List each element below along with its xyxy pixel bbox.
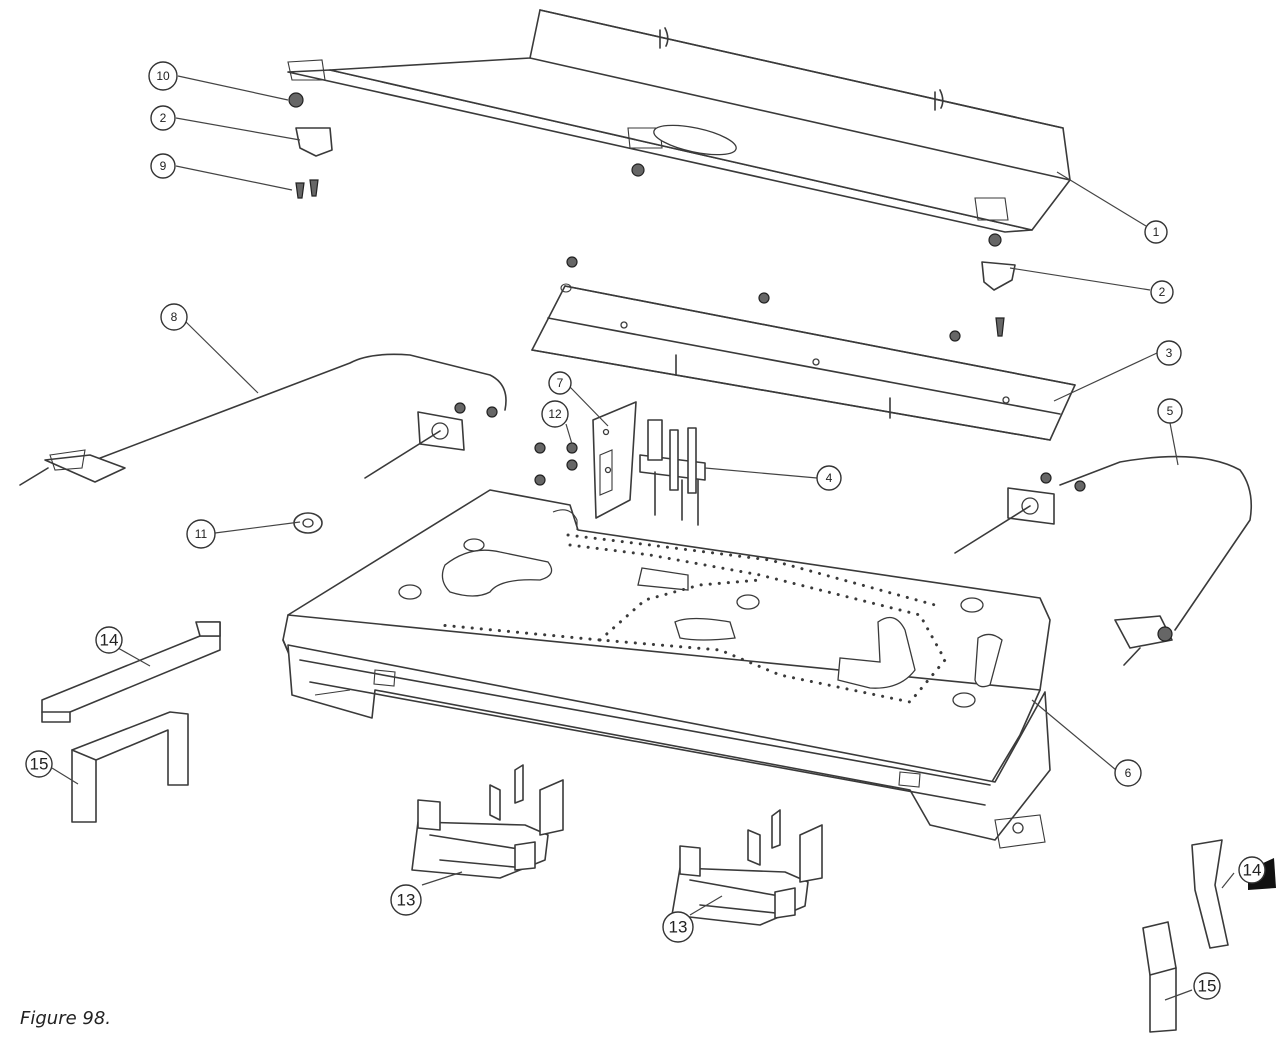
- part-14-left: [41, 621, 221, 723]
- part-1-top-shield: [287, 9, 1071, 247]
- part-12-nuts: [534, 442, 578, 486]
- callout-10: 10: [148, 61, 178, 91]
- part-5-thermocouple-right: [954, 455, 1253, 666]
- svg-text:15: 15: [1198, 977, 1217, 996]
- callout-2-left: 2: [150, 105, 176, 131]
- callout-13-left: 13: [390, 884, 422, 916]
- part-9-screws: [295, 179, 319, 199]
- svg-text:14: 14: [100, 631, 119, 650]
- svg-text:2: 2: [1159, 285, 1166, 299]
- callout-13-right: 13: [662, 911, 694, 943]
- part-6-burner-tray: [282, 489, 1051, 849]
- part-14-right: [1191, 839, 1229, 949]
- part-15-right: [1142, 921, 1177, 1033]
- callout-15-right: 15: [1193, 972, 1221, 1000]
- svg-text:1: 1: [1153, 225, 1160, 239]
- svg-text:11: 11: [195, 527, 208, 541]
- part-13-leg-right: [671, 809, 823, 926]
- figure-caption: Figure 98.: [20, 1008, 112, 1029]
- part-2-bracket-right: [981, 261, 1016, 337]
- part-11-grommet: [293, 512, 323, 534]
- callout-2-right: 2: [1150, 280, 1174, 304]
- svg-text:12: 12: [548, 407, 562, 421]
- part-7-electrode-bracket: [592, 401, 637, 519]
- part-13-leg-left: [411, 764, 564, 879]
- callout-6: 6: [1114, 759, 1142, 787]
- callout-11: 11: [186, 519, 216, 549]
- callout-4: 4: [816, 465, 842, 491]
- callout-12: 12: [541, 400, 569, 428]
- callout-1: 1: [1144, 220, 1168, 244]
- svg-text:10: 10: [156, 69, 170, 83]
- callout-14-right: 14: [1238, 856, 1266, 884]
- callout-15-left: 15: [25, 750, 53, 778]
- svg-text:5: 5: [1167, 404, 1174, 418]
- svg-text:6: 6: [1125, 766, 1132, 780]
- part-2-bracket-left: [295, 127, 333, 157]
- svg-text:13: 13: [669, 918, 688, 937]
- callout-3: 3: [1156, 340, 1182, 366]
- svg-text:4: 4: [826, 471, 833, 485]
- svg-text:3: 3: [1166, 346, 1173, 360]
- callout-5: 5: [1157, 398, 1183, 424]
- svg-text:15: 15: [30, 755, 49, 774]
- callout-9: 9: [150, 153, 176, 179]
- svg-text:7: 7: [557, 376, 564, 390]
- leader-lines: [51, 75, 1235, 1001]
- svg-text:2: 2: [160, 111, 167, 125]
- part-15-left: [71, 711, 189, 823]
- svg-text:9: 9: [160, 159, 167, 173]
- callout-14-left: 14: [95, 626, 123, 654]
- part-4-pilot-assembly: [639, 419, 706, 526]
- part-3-burner-channel: [531, 256, 1076, 441]
- callout-8: 8: [160, 303, 188, 331]
- svg-text:13: 13: [397, 891, 416, 910]
- part-8-thermocouple-left: [19, 353, 507, 486]
- callout-7: 7: [548, 371, 572, 395]
- svg-text:8: 8: [171, 310, 178, 324]
- svg-text:14: 14: [1243, 861, 1262, 880]
